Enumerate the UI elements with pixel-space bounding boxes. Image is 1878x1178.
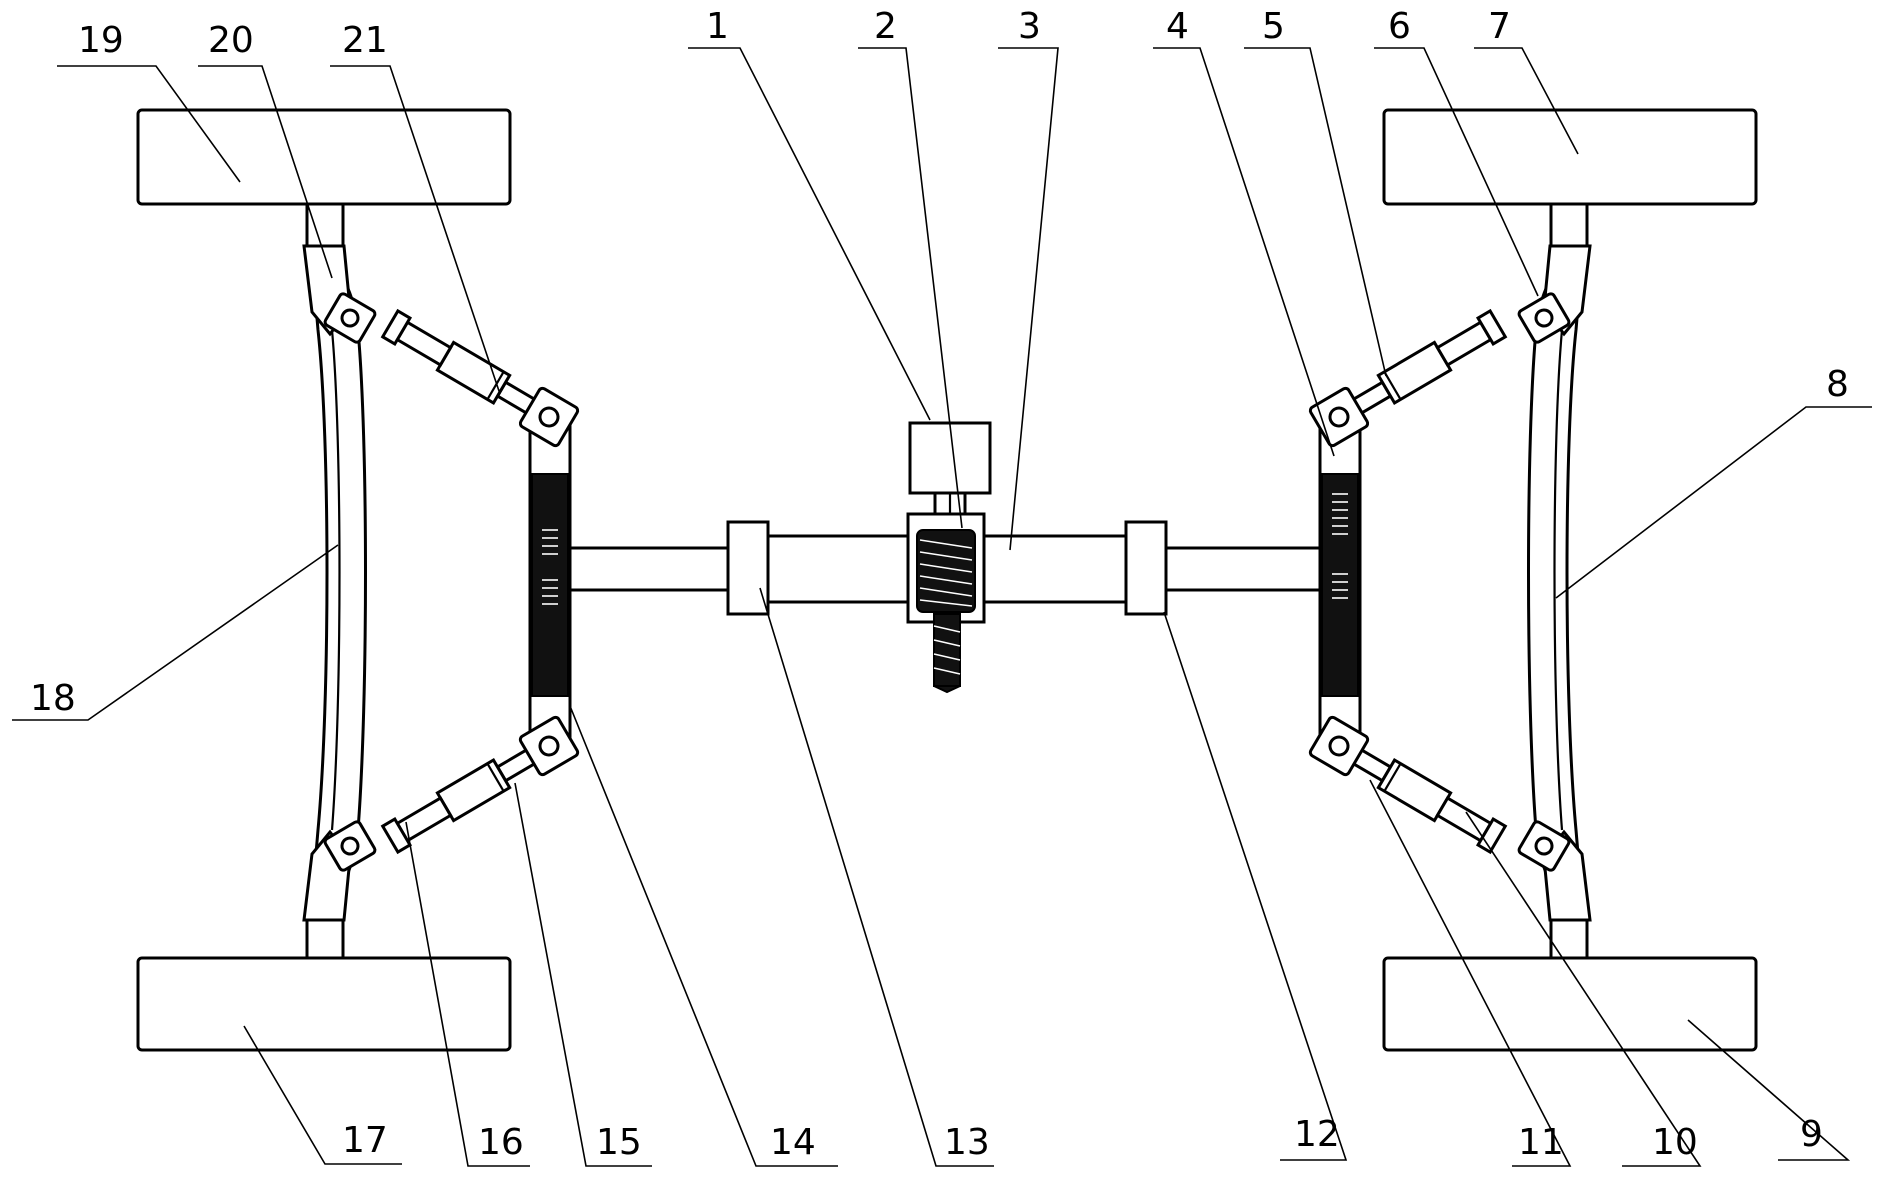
central-shaft-assembly <box>570 423 1320 692</box>
wheel-top-right <box>1384 110 1756 204</box>
callout-7: 7 <box>1488 6 1511 47</box>
worm-gear <box>917 530 975 612</box>
motor <box>910 423 990 493</box>
gear-rack-right <box>1322 474 1358 696</box>
callout-20: 20 <box>208 20 254 61</box>
callout-19: 19 <box>78 20 124 61</box>
left-assembly <box>138 110 579 1050</box>
callout-10: 10 <box>1652 1122 1698 1163</box>
curved-frame-left <box>307 248 366 910</box>
callout-9: 9 <box>1800 1114 1823 1155</box>
callout-1: 1 <box>706 6 729 47</box>
right-assembly <box>1309 110 1756 1050</box>
callout-8: 8 <box>1826 364 1849 405</box>
callout-6: 6 <box>1388 6 1411 47</box>
callout-4: 4 <box>1166 6 1189 47</box>
curved-frame-right <box>1529 248 1588 910</box>
callout-3: 3 <box>1018 6 1041 47</box>
gear-rack-left <box>532 474 568 696</box>
callout-2: 2 <box>874 6 897 47</box>
lead-screw <box>934 614 960 692</box>
wheel-top-left <box>138 110 510 204</box>
callout-18: 18 <box>30 678 76 719</box>
shaft-left <box>570 548 728 590</box>
shaft-right <box>1166 548 1320 590</box>
wheel-bottom-left <box>138 958 510 1050</box>
coupling-left <box>728 522 768 614</box>
callout-15: 15 <box>596 1122 642 1163</box>
wheel-bottom-right <box>1384 958 1756 1050</box>
callout-11: 11 <box>1518 1122 1564 1163</box>
callout-5: 5 <box>1262 6 1285 47</box>
coupling-right <box>1126 522 1166 614</box>
callout-21: 21 <box>342 20 388 61</box>
callout-14: 14 <box>770 1122 816 1163</box>
callout-17: 17 <box>342 1120 388 1161</box>
callout-13: 13 <box>944 1122 990 1163</box>
callout-16: 16 <box>478 1122 524 1163</box>
callout-12: 12 <box>1294 1114 1340 1155</box>
